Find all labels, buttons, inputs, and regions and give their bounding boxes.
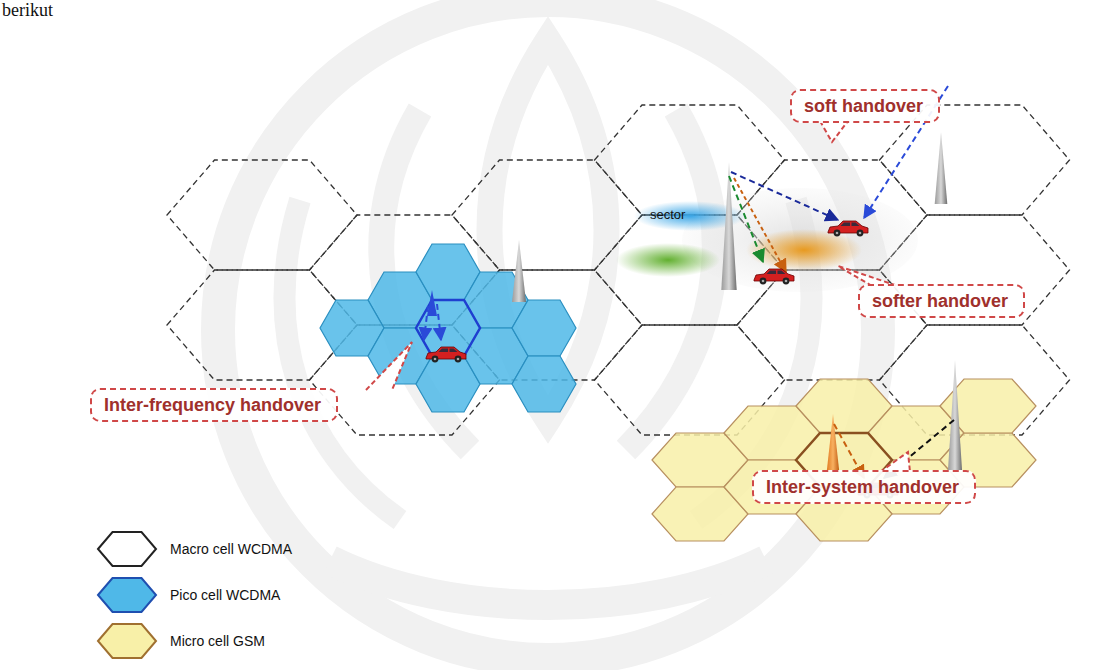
- legend-hexagon: [98, 532, 156, 566]
- macro-cell-grid: [167, 105, 1070, 435]
- callout-box: soft handover: [790, 89, 940, 123]
- legend-text: Macro cell WCDMA: [170, 541, 292, 557]
- legend-text: Pico cell WCDMA: [170, 587, 280, 603]
- callout-box: Inter-system handover: [752, 470, 976, 504]
- macro-cell: [167, 160, 357, 270]
- gsm-micro-cell-cluster: [652, 379, 1036, 541]
- callout-text: soft handover: [804, 95, 926, 117]
- legend-entry: Macro cell WCDMA: [96, 530, 292, 568]
- legend-entry: Micro cell GSM: [96, 622, 265, 660]
- callout-pointers: [366, 121, 910, 472]
- pico-cell-cluster: [320, 244, 576, 412]
- sector-label: sector: [650, 207, 685, 222]
- watermark-logo: [218, 0, 878, 660]
- legend-swatch: [96, 622, 158, 660]
- legend-swatch: [96, 576, 158, 614]
- callout-box: Inter-frequency handover: [90, 388, 338, 422]
- callout-text: softer handover: [872, 290, 1011, 312]
- callout-text: Inter-system handover: [766, 476, 962, 498]
- body-text: berikut: [2, 0, 53, 21]
- macro-cell: [452, 160, 642, 270]
- sector-areas: [616, 188, 918, 292]
- legend-swatch: [96, 530, 158, 568]
- pico-cell: [512, 356, 576, 412]
- legend-hexagon: [98, 578, 156, 612]
- legend-text: Micro cell GSM: [170, 633, 265, 649]
- pico-cell: [512, 300, 576, 356]
- mobile-cars: [426, 221, 898, 498]
- base-station-towers: [427, 132, 962, 472]
- gsm-cell: [796, 433, 892, 487]
- macro-cell: [880, 105, 1070, 215]
- callout-text: Inter-frequency handover: [104, 394, 324, 416]
- legend-hexagon: [98, 624, 156, 658]
- legend-entry: Pico cell WCDMA: [96, 576, 280, 614]
- callout-box: softer handover: [858, 284, 1025, 318]
- radio-links: [424, 86, 954, 478]
